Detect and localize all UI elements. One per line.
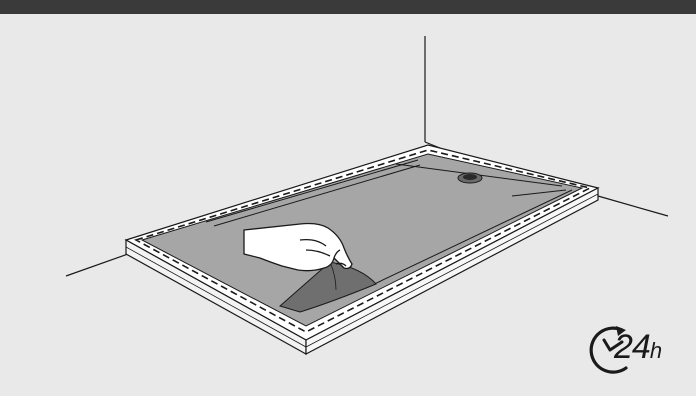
tray-surface <box>140 153 584 327</box>
drain-channel <box>205 159 573 289</box>
hand-icon <box>243 222 353 272</box>
sealant-dashed-outline <box>133 149 593 333</box>
cure-time-unit: h <box>649 338 663 363</box>
cure-time-label: 24h <box>614 330 662 364</box>
tray-side-right <box>305 187 599 355</box>
shower-tray <box>124 144 600 356</box>
clock-arrow-icon <box>589 326 628 374</box>
cure-time-number: 24 <box>614 328 651 366</box>
drain-icon <box>457 172 483 184</box>
cure-time-badge: 24h <box>586 318 686 380</box>
top-bar <box>0 0 696 14</box>
room-corner-lines <box>65 36 669 277</box>
